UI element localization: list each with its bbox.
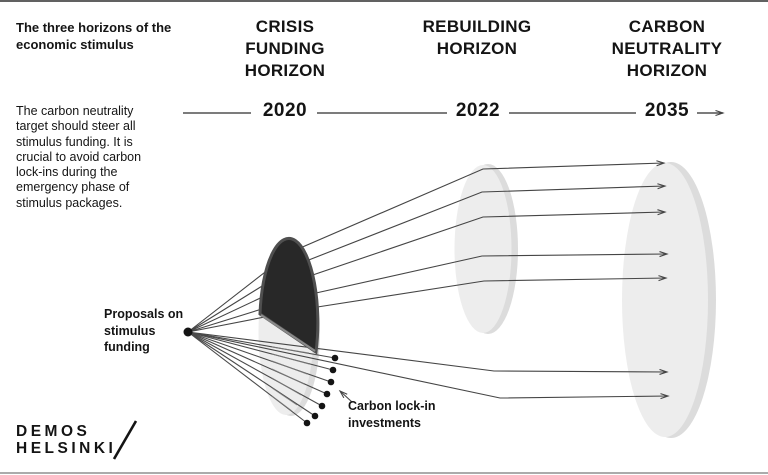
flow-line bbox=[187, 186, 665, 333]
lock-in-streak bbox=[271, 395, 293, 412]
lock-in-streak bbox=[271, 346, 310, 354]
logo-line-helsinki: HELSINKI bbox=[16, 440, 117, 458]
lock-in-streaks bbox=[271, 346, 310, 412]
lock-in-streak bbox=[271, 377, 302, 396]
lock-in-pointer-arrow bbox=[340, 391, 353, 403]
lock-in-wedge-edge-highlight bbox=[260, 314, 316, 352]
flow-line bbox=[187, 278, 666, 333]
bottom-border-line bbox=[0, 472, 768, 474]
timeline-year-2022: 2022 bbox=[455, 100, 501, 121]
horizon-title-rebuilding: REBUILDING HORIZON bbox=[422, 17, 532, 59]
lock-in-streak bbox=[271, 387, 298, 406]
lock-in-dot bbox=[327, 378, 335, 386]
logo-line-demos: DEMOS bbox=[16, 423, 91, 440]
horizon-title-carbon: CARBON NEUTRALITY HORIZON bbox=[611, 17, 723, 81]
lock-in-dot bbox=[303, 419, 311, 427]
flow-line bbox=[187, 212, 665, 333]
top-border-line bbox=[0, 0, 768, 2]
lock-in-wedge bbox=[258, 237, 320, 355]
lock-in-dots bbox=[303, 354, 339, 427]
timeline-year-2020: 2020 bbox=[262, 100, 308, 121]
lock-in-line bbox=[187, 331, 316, 417]
flow-line bbox=[187, 331, 667, 372]
lock-in-streak bbox=[271, 368, 305, 385]
proposals-label: Proposals on stimulus funding bbox=[104, 307, 184, 354]
flow-line bbox=[187, 331, 668, 398]
flow-line bbox=[187, 254, 667, 333]
lock-in-dot bbox=[329, 366, 337, 374]
lock-in-dot bbox=[318, 402, 326, 410]
lock-in-streak bbox=[271, 353, 310, 365]
lock-in-dot bbox=[331, 354, 339, 362]
lock-in-line bbox=[187, 331, 336, 359]
horizon-title-crisis: CRISIS FUNDING HORIZON bbox=[244, 17, 326, 81]
logo-slash bbox=[112, 420, 138, 460]
flow-lines bbox=[187, 163, 668, 398]
origin-dot bbox=[183, 327, 193, 337]
demos-helsinki-logo: DEMOS HELSINKI bbox=[16, 423, 116, 457]
horizon-ellipse-carbon bbox=[622, 163, 708, 437]
timeline-year-2035: 2035 bbox=[644, 100, 690, 121]
lock-in-label: Carbon lock-in investments bbox=[348, 399, 436, 430]
intro-heading: The three horizons of the economic stimu… bbox=[16, 20, 172, 53]
intro-body: The carbon neutrality target should stee… bbox=[16, 104, 142, 210]
lock-in-streak bbox=[271, 360, 308, 375]
lock-in-line bbox=[187, 331, 332, 383]
horizon-ellipse-rebuilding bbox=[454, 165, 512, 333]
lock-in-dot bbox=[311, 412, 319, 420]
lock-in-dot bbox=[323, 390, 331, 398]
flow-line bbox=[187, 163, 664, 333]
